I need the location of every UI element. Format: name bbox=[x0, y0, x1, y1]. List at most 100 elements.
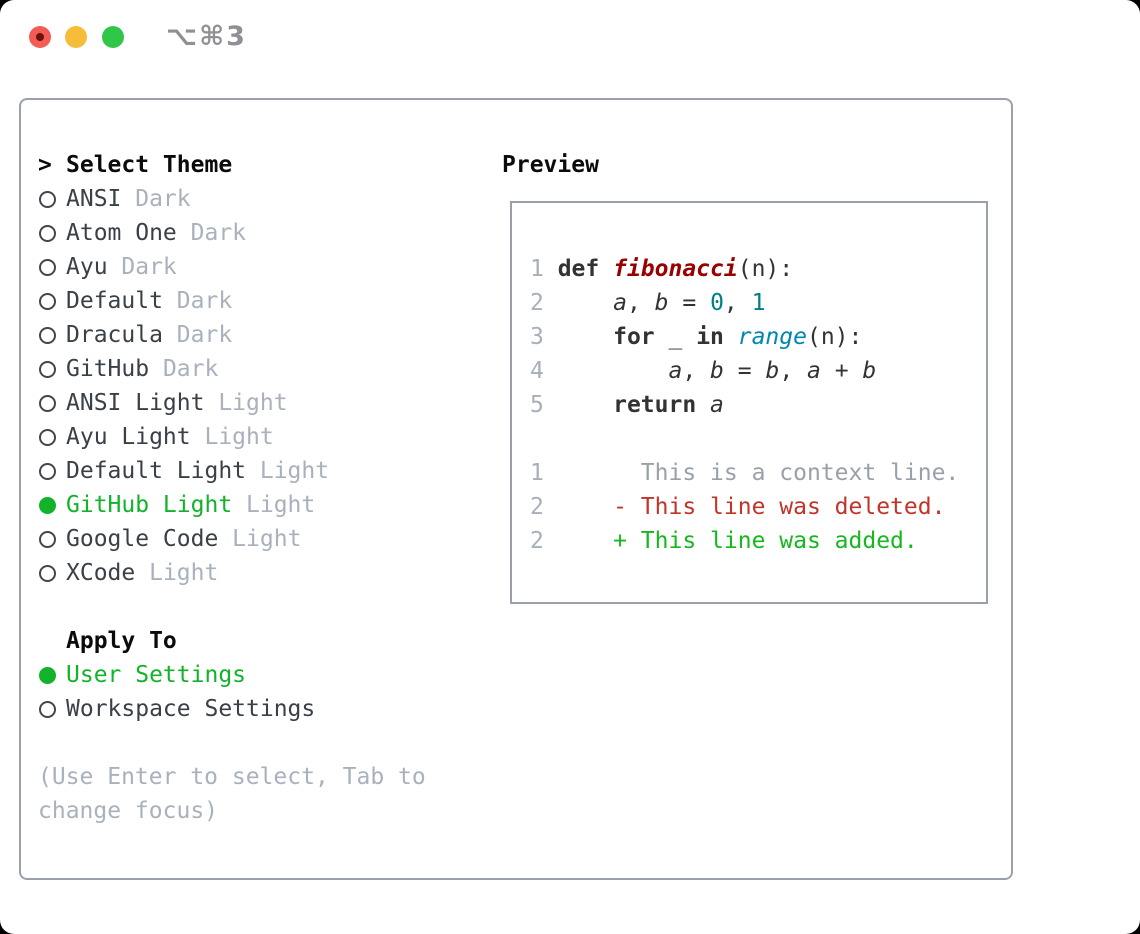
theme-item-github[interactable]: GitHub Dark bbox=[38, 352, 478, 386]
theme-variant-label: Light bbox=[190, 424, 274, 450]
focus-cursor-icon: > bbox=[38, 152, 52, 178]
theme-variant-label: Dark bbox=[162, 288, 233, 314]
theme-item-default-light[interactable]: Default Light Light bbox=[38, 454, 478, 488]
theme-item-label: Dracula bbox=[66, 322, 163, 348]
code-line: 1 This is a context line. bbox=[530, 456, 986, 490]
spacer bbox=[38, 590, 478, 624]
line-number: 1 bbox=[530, 256, 558, 282]
theme-item-label: ANSI Light bbox=[66, 390, 205, 416]
token-added: + This line was added. bbox=[557, 528, 918, 554]
token-variable: a bbox=[613, 290, 627, 316]
theme-item-ayu-light[interactable]: Ayu Light Light bbox=[38, 420, 478, 454]
apply-option-workspace-settings[interactable]: Workspace Settings bbox=[38, 692, 478, 726]
theme-item-label: Default Light bbox=[66, 458, 247, 484]
token-number: 1 bbox=[751, 290, 766, 316]
hint-line-1: (Use Enter to select, Tab to bbox=[38, 764, 426, 790]
code-line: 4 a, b = b, a + b bbox=[530, 354, 986, 388]
spacer bbox=[38, 726, 478, 760]
theme-item-github-light[interactable]: GitHub Light Light bbox=[38, 488, 478, 522]
theme-variant-label: Light bbox=[204, 390, 288, 416]
theme-variant-label: Light bbox=[218, 526, 302, 552]
apply-option-label: User Settings bbox=[66, 662, 247, 688]
line-number: 1 bbox=[530, 460, 558, 486]
select-theme-header: > Select Theme bbox=[38, 148, 478, 182]
apply-option-user-settings[interactable]: User Settings bbox=[38, 658, 478, 692]
theme-item-label: XCode bbox=[66, 560, 136, 586]
line-number: 5 bbox=[530, 392, 558, 418]
radio-icon bbox=[38, 700, 66, 718]
radio-icon bbox=[38, 462, 66, 480]
token-context: This is a context line. bbox=[557, 460, 960, 486]
theme-variant-label: Light bbox=[246, 458, 330, 484]
token-variable: b bbox=[765, 358, 780, 384]
radio-icon bbox=[38, 530, 66, 548]
theme-item-atom-one[interactable]: Atom One Dark bbox=[38, 216, 478, 250]
code-blank-line bbox=[530, 422, 986, 456]
radio-selected-icon bbox=[38, 666, 66, 684]
theme-variant-label: Dark bbox=[162, 322, 233, 348]
token-plain: (n): bbox=[737, 256, 794, 282]
zoom-button[interactable] bbox=[102, 26, 124, 48]
code-line: 3 for _ in range(n): bbox=[530, 320, 986, 354]
code-line: 2 a, b = 0, 1 bbox=[530, 286, 986, 320]
theme-variant-label: Dark bbox=[107, 254, 177, 280]
token-plain: _ bbox=[668, 324, 697, 350]
token-plain: = bbox=[723, 358, 766, 384]
code-line: 5 return a bbox=[530, 388, 986, 422]
theme-variant-label: Light bbox=[135, 560, 219, 586]
token-variable: a bbox=[710, 392, 724, 418]
token-plain: = bbox=[668, 290, 711, 316]
token-builtin: range bbox=[737, 324, 807, 350]
theme-variant-label: Dark bbox=[149, 356, 219, 382]
close-button[interactable] bbox=[29, 26, 51, 48]
theme-item-label: GitHub bbox=[66, 356, 150, 382]
code-line: 2 + This line was added. bbox=[530, 524, 986, 558]
token-plain: (n): bbox=[806, 324, 863, 350]
radio-icon bbox=[38, 360, 66, 378]
token-plain bbox=[558, 290, 613, 316]
token-deleted: - This line was deleted. bbox=[557, 494, 946, 520]
token-plain: , bbox=[626, 290, 655, 316]
radio-icon bbox=[38, 394, 66, 412]
line-number: 2 bbox=[530, 290, 558, 316]
apply-option-label: Workspace Settings bbox=[66, 696, 316, 722]
theme-item-label: Atom One bbox=[66, 220, 177, 246]
minimize-button[interactable] bbox=[65, 26, 87, 48]
token-keyword: in bbox=[696, 324, 738, 350]
theme-item-ansi[interactable]: ANSI Dark bbox=[38, 182, 478, 216]
apply-to-header: Apply To bbox=[38, 624, 478, 658]
window-title: ⌥⌘3 bbox=[166, 21, 247, 52]
theme-item-xcode[interactable]: XCode Light bbox=[38, 556, 478, 590]
token-number: 0 bbox=[710, 290, 724, 316]
code-line: 2 - This line was deleted. bbox=[530, 490, 986, 524]
radio-selected-icon bbox=[38, 496, 66, 514]
token-plain: , bbox=[723, 290, 752, 316]
theme-item-google-code[interactable]: Google Code Light bbox=[38, 522, 478, 556]
theme-item-label: Google Code bbox=[66, 526, 219, 552]
token-plain: , bbox=[682, 358, 711, 384]
token-plain bbox=[558, 324, 613, 350]
radio-icon bbox=[38, 428, 66, 446]
token-plain bbox=[558, 392, 613, 418]
select-theme-label: Select Theme bbox=[66, 152, 233, 178]
line-number: 4 bbox=[530, 358, 558, 384]
hint-line-2: change focus) bbox=[38, 798, 219, 824]
radio-icon bbox=[38, 224, 66, 242]
radio-icon bbox=[38, 564, 66, 582]
theme-item-default[interactable]: Default Dark bbox=[38, 284, 478, 318]
theme-item-label: Default bbox=[66, 288, 163, 314]
token-variable: b bbox=[862, 358, 877, 384]
line-number: 2 bbox=[530, 528, 558, 554]
theme-item-ayu[interactable]: Ayu Dark bbox=[38, 250, 478, 284]
line-number: 2 bbox=[530, 494, 558, 520]
titlebar: ⌥⌘3 bbox=[0, 0, 1140, 72]
token-keyword: def bbox=[557, 256, 614, 282]
theme-item-dracula[interactable]: Dracula Dark bbox=[38, 318, 478, 352]
theme-item-ansi-light[interactable]: ANSI Light Light bbox=[38, 386, 478, 420]
token-variable: b bbox=[654, 290, 669, 316]
theme-item-label: GitHub Light bbox=[66, 492, 233, 518]
unsaved-changes-dot-icon bbox=[36, 33, 44, 41]
